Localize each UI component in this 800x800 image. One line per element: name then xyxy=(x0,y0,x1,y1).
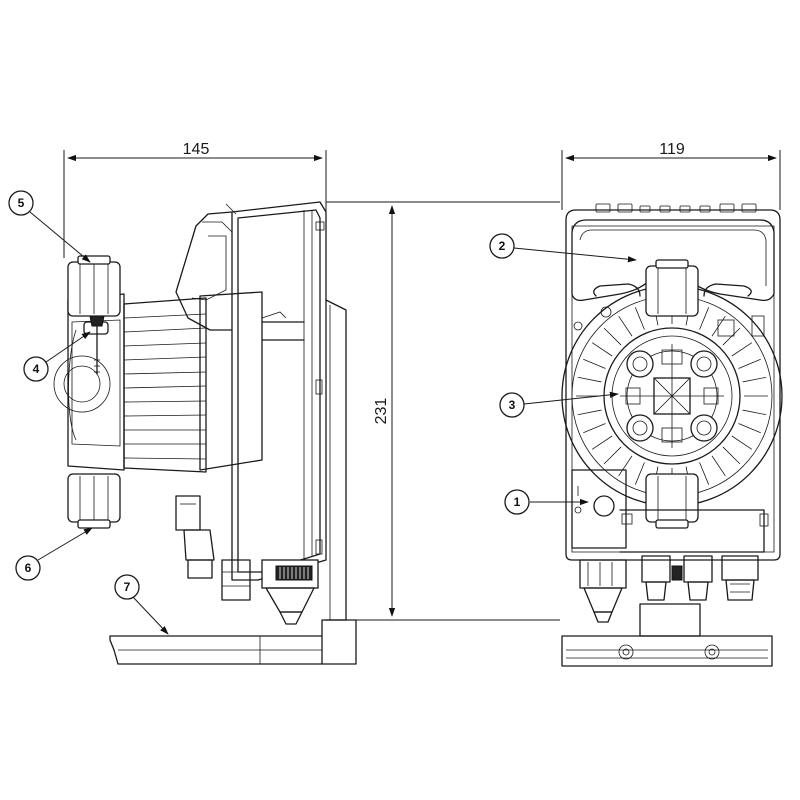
gear-rib xyxy=(738,423,761,434)
gear-rib xyxy=(583,423,606,434)
callout-label-2: 2 xyxy=(499,239,506,253)
callout-2: 2 xyxy=(489,233,637,263)
callout-label-4: 4 xyxy=(33,362,40,376)
front-valve-top xyxy=(645,259,699,317)
gear-rib xyxy=(583,358,606,369)
gear-rib xyxy=(618,455,633,477)
side-suction-valve-top xyxy=(67,255,121,317)
gear-rib xyxy=(591,435,613,450)
callout-label-7: 7 xyxy=(124,580,131,594)
front-view xyxy=(561,203,783,667)
front-valve-bottom xyxy=(645,473,699,529)
gear-rib xyxy=(634,462,645,485)
side-housing xyxy=(175,201,327,581)
gear-rib xyxy=(577,409,602,416)
dimension-height: 2 3 1 xyxy=(322,201,560,621)
side-motor-fins xyxy=(123,291,305,473)
gear-rib xyxy=(711,455,726,477)
side-view xyxy=(53,201,357,665)
front-bottom-fittings xyxy=(579,555,759,623)
gear-rib xyxy=(634,307,645,330)
dimension-label-119: 119 xyxy=(659,141,685,158)
side-cable-glands xyxy=(175,495,319,625)
gear-rib xyxy=(618,315,633,337)
bleed-valve-knob xyxy=(593,495,615,517)
front-base-plate xyxy=(561,603,773,667)
gear-rib xyxy=(731,435,753,450)
gear-rib xyxy=(711,315,726,337)
callout-label-3: 3 xyxy=(509,398,516,412)
dimension-label-231: 231 xyxy=(373,398,390,425)
gear-rib xyxy=(738,358,761,369)
callout-7: 7 xyxy=(114,574,169,635)
gear-rib xyxy=(742,409,767,416)
callout-4: 4 xyxy=(23,331,91,382)
callout-3: 3 xyxy=(499,391,619,418)
gear-rib xyxy=(603,446,622,465)
side-base-plate xyxy=(109,619,357,665)
dimension-label-145: 145 xyxy=(183,141,210,158)
callout-1: 1 xyxy=(504,489,589,515)
callout-label-1: 1 xyxy=(514,495,521,509)
gear-rib xyxy=(722,327,741,346)
gear-rib xyxy=(722,446,741,465)
gear-rib xyxy=(742,376,767,383)
callout-label-5: 5 xyxy=(18,196,25,210)
gear-rib xyxy=(731,342,753,357)
gear-rib xyxy=(699,462,710,485)
gear-rib xyxy=(603,327,622,346)
callout-6: 6 xyxy=(15,527,93,581)
gear-rib xyxy=(591,342,613,357)
front-lower-panel xyxy=(571,469,769,553)
callout-5: 5 xyxy=(8,190,91,263)
callout-label-6: 6 xyxy=(25,561,32,575)
dimension-width-side: 145 xyxy=(63,141,327,258)
side-discharge-valve-bottom xyxy=(67,473,121,529)
side-wall-bracket xyxy=(325,299,347,621)
gear-rib xyxy=(577,376,602,383)
dimension-width-front: 119 xyxy=(561,141,781,210)
side-pump-head xyxy=(53,293,125,471)
gear-rib xyxy=(699,307,710,330)
